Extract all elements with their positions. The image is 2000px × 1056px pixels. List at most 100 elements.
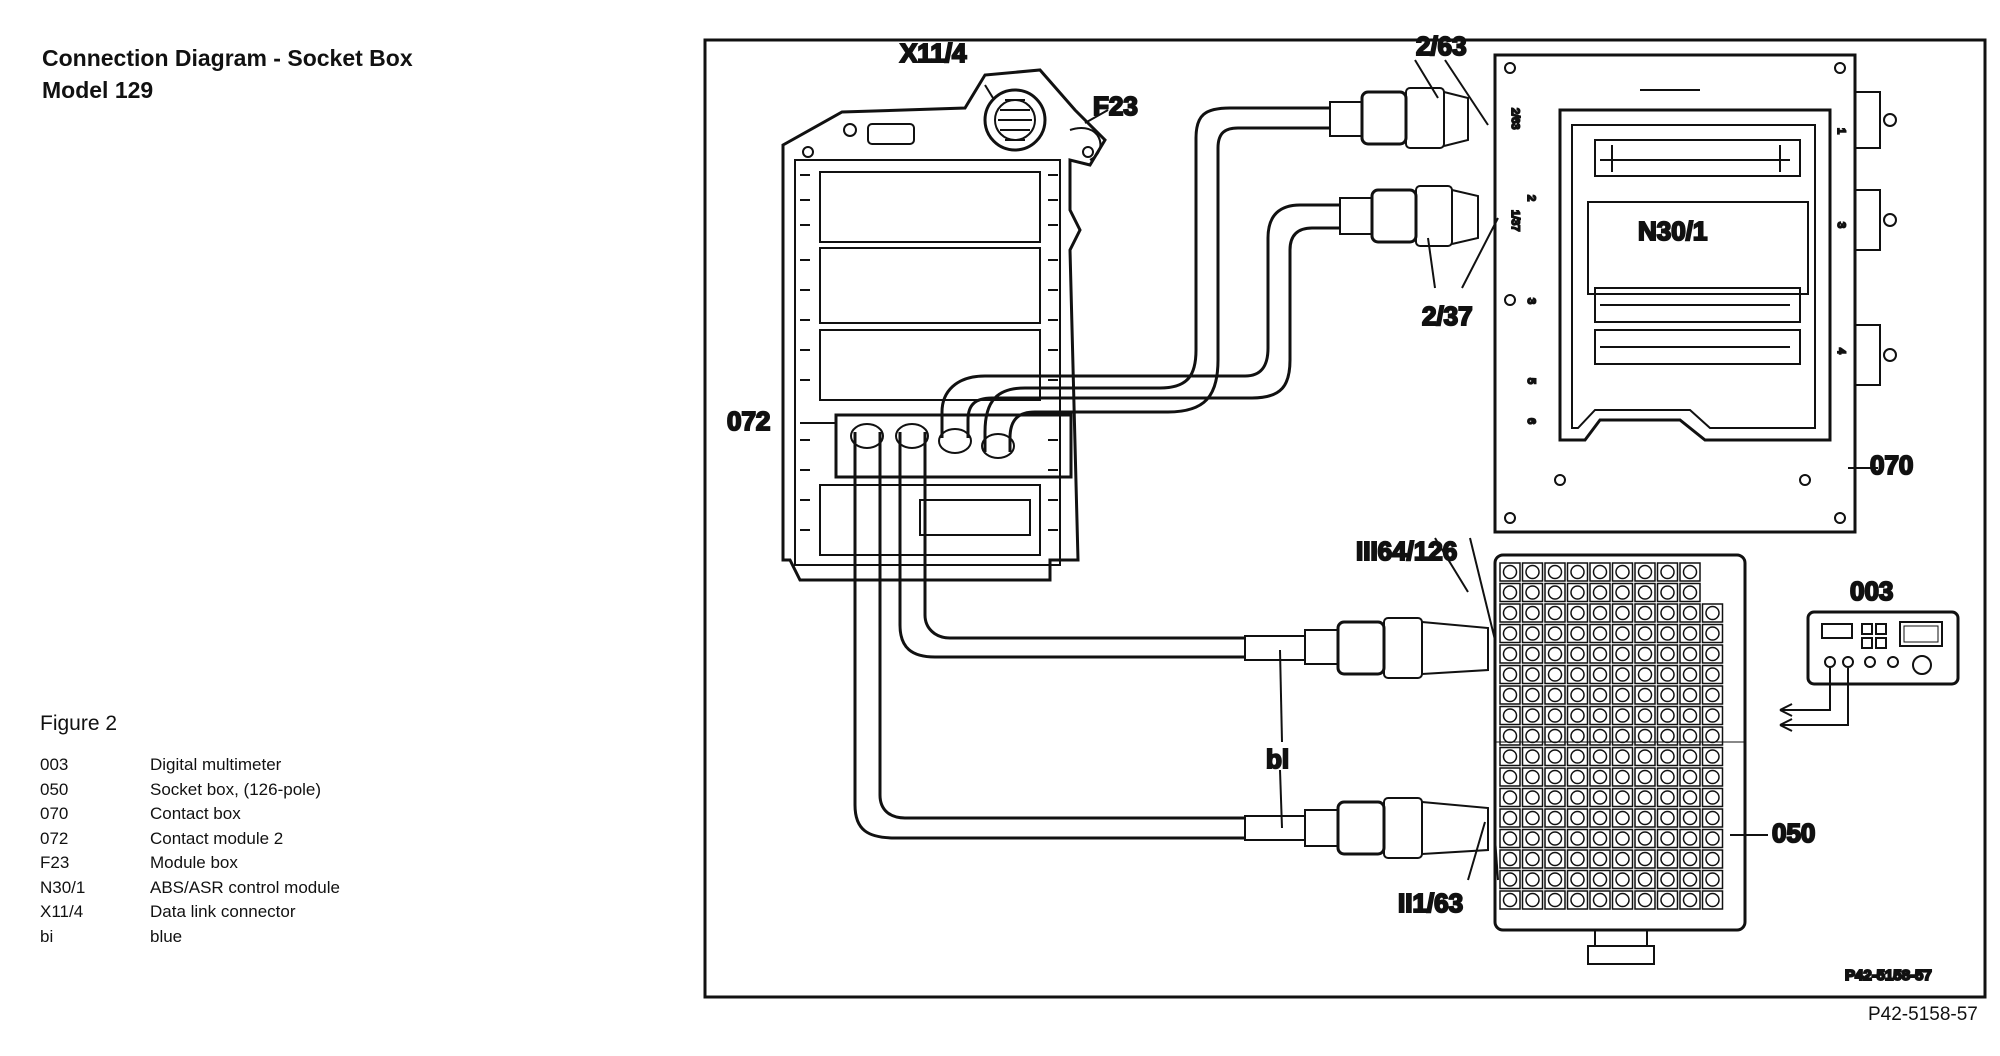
pole-socket xyxy=(1525,708,1540,723)
pole-socket xyxy=(1547,626,1563,641)
pole-cell xyxy=(1499,664,1521,685)
pole-cell xyxy=(1589,849,1611,869)
pole-socket xyxy=(1525,831,1540,846)
pole-socket xyxy=(1570,564,1585,580)
pole-cell xyxy=(1634,767,1656,787)
pole-socket xyxy=(1637,810,1653,826)
pole-socket xyxy=(1682,646,1698,662)
label-bl: bl xyxy=(1266,744,1289,774)
pole-socket xyxy=(1660,585,1675,600)
pole-socket xyxy=(1660,708,1675,723)
plug-2-63 xyxy=(1329,87,1469,149)
side-label-2: 2 xyxy=(1525,195,1537,201)
f23-leader xyxy=(1084,109,1109,124)
pole-socket xyxy=(1637,564,1653,580)
pole-socket xyxy=(1570,728,1585,744)
pole-socket xyxy=(1682,708,1698,723)
pole-cell xyxy=(1499,562,1521,582)
pole-cell xyxy=(1544,767,1566,787)
pole-cell xyxy=(1701,746,1724,767)
pole-cell xyxy=(1611,890,1634,910)
pole-cell xyxy=(1566,644,1589,664)
pole-cell xyxy=(1634,726,1656,746)
pole-socket xyxy=(1705,605,1720,621)
pole-socket xyxy=(1637,790,1653,805)
pole-socket xyxy=(1615,892,1630,908)
pole-cell xyxy=(1656,808,1679,828)
contact-box-070 xyxy=(1493,53,1897,534)
pole-cell xyxy=(1611,705,1634,726)
cable-to-ii1-63 xyxy=(853,432,1245,840)
pole-cell xyxy=(1634,869,1656,890)
side-label-3: 3 xyxy=(1525,298,1537,304)
arrow-2-37-b xyxy=(1461,217,1499,289)
diagram-frame xyxy=(703,38,1987,999)
pole-socket xyxy=(1525,769,1540,785)
pole-socket xyxy=(1592,851,1608,867)
label-f23: F23 xyxy=(1093,91,1138,121)
pole-socket xyxy=(1592,585,1608,600)
pole-socket xyxy=(1660,769,1675,785)
pole-socket xyxy=(1502,892,1518,908)
pole-cell xyxy=(1566,603,1589,623)
pole-cell xyxy=(1656,726,1679,746)
pole-socket xyxy=(1682,605,1698,621)
pole-socket xyxy=(1547,749,1563,764)
socket-box-050 xyxy=(1493,553,1747,965)
arrow-2-63-b xyxy=(1444,59,1489,126)
pole-socket xyxy=(1547,585,1563,600)
label-iii64-126: III64/126 xyxy=(1356,536,1457,566)
pole-socket xyxy=(1502,831,1518,846)
pole-socket xyxy=(1502,585,1518,600)
pole-cell xyxy=(1679,562,1701,582)
pole-cell xyxy=(1611,808,1634,828)
pole-socket xyxy=(1570,667,1585,682)
pole-cell xyxy=(1679,644,1701,664)
pole-cell xyxy=(1634,664,1656,685)
pole-cell xyxy=(1499,705,1521,726)
digital-multimeter-003 xyxy=(1779,610,1960,732)
pole-cell xyxy=(1611,685,1634,705)
pole-cell xyxy=(1589,746,1611,767)
pole-cell xyxy=(1634,828,1656,849)
pole-socket xyxy=(1592,667,1608,682)
pole-socket xyxy=(1502,790,1518,805)
pole-socket xyxy=(1525,790,1540,805)
legend-code: 003 xyxy=(40,755,69,774)
pole-cell xyxy=(1566,685,1589,705)
pole-cell xyxy=(1499,726,1521,746)
pole-socket xyxy=(1547,872,1563,887)
pole-socket xyxy=(1615,810,1630,826)
pole-cell xyxy=(1521,644,1544,664)
pole-socket xyxy=(1705,810,1720,826)
pole-cell xyxy=(1634,787,1656,808)
pole-cell xyxy=(1611,726,1634,746)
pole-cell xyxy=(1679,828,1701,849)
pole-socket xyxy=(1660,626,1675,641)
pole-cell xyxy=(1544,890,1566,910)
pole-socket xyxy=(1547,892,1563,908)
pole-socket xyxy=(1615,749,1630,764)
pole-cell xyxy=(1679,746,1701,767)
pole-socket xyxy=(1570,872,1585,887)
pole-cell xyxy=(1679,664,1701,685)
pole-cell xyxy=(1589,562,1611,582)
pole-cell xyxy=(1589,808,1611,828)
pole-socket xyxy=(1637,851,1653,867)
pole-grid xyxy=(1499,562,1724,910)
legend-desc: Module box xyxy=(150,853,238,872)
pole-socket xyxy=(1660,872,1675,887)
pole-socket xyxy=(1705,892,1720,908)
pole-cell xyxy=(1544,623,1566,644)
pole-socket xyxy=(1705,728,1720,744)
pole-socket xyxy=(1660,728,1675,744)
pole-socket xyxy=(1660,687,1675,703)
cable-to-iii64-126 xyxy=(898,432,1245,659)
pole-socket xyxy=(1660,605,1675,621)
legend-desc: ABS/ASR control module xyxy=(150,877,340,897)
label-2-63: 2/63 xyxy=(1416,31,1467,61)
pole-cell xyxy=(1589,582,1611,603)
